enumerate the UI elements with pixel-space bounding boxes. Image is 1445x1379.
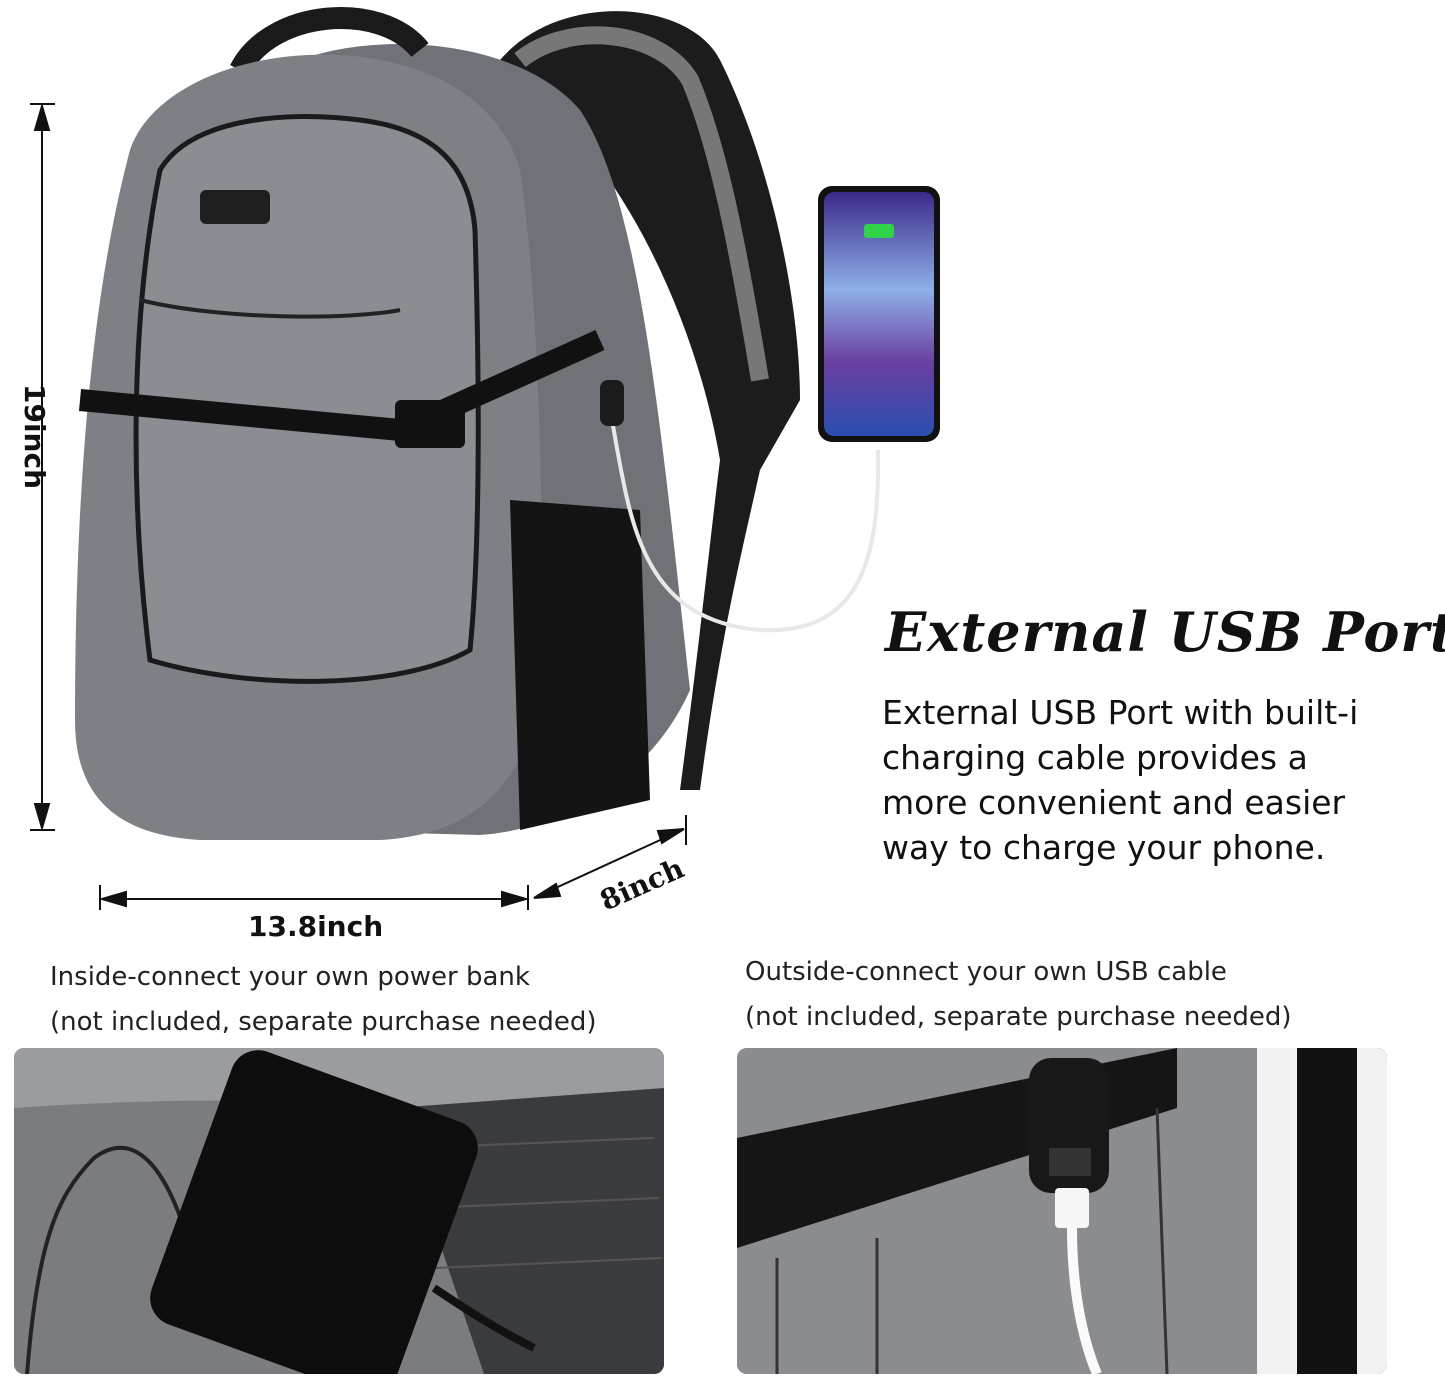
usb-plug: [1055, 1188, 1089, 1228]
inside-caption-line1: Inside-connect your own power bank: [50, 962, 530, 992]
outside-caption-line1: Outside-connect your own USB cable: [745, 957, 1227, 987]
inside-caption-line2: (not included, separate purchase needed): [50, 1007, 597, 1037]
usb-cable: [610, 419, 881, 633]
feature-title: External USB Port: [885, 600, 1445, 664]
outside-caption: Outside-connect your own USB cable (not …: [745, 950, 1292, 1040]
outside-caption-line2: (not included, separate purchase needed): [745, 1002, 1292, 1032]
width-dimension-arrow: [98, 885, 530, 910]
power-bank: [150, 1050, 478, 1374]
depth-dimension-arrow: [533, 815, 687, 899]
height-dimension-arrow: [30, 102, 55, 832]
description-line: more convenient and easier: [882, 783, 1346, 822]
description-line: External USB Port with built-i: [882, 693, 1359, 732]
smartphone: [818, 186, 940, 442]
description-line: charging cable provides a: [882, 738, 1308, 777]
mesh-pocket: [510, 500, 650, 830]
inside-caption: Inside-connect your own power bank (not …: [50, 955, 597, 1045]
buckle: [395, 400, 465, 448]
battery-icon: [864, 224, 894, 238]
outside-usb-port-photo: [737, 1048, 1387, 1374]
feature-description: External USB Port with built-i charging …: [882, 690, 1442, 870]
width-label: 13.8inch: [248, 910, 384, 943]
inside-power-bank-photo: [14, 1048, 664, 1374]
brand-patch: [200, 190, 270, 224]
description-line: way to charge your phone.: [882, 828, 1326, 867]
height-label: 19inch: [18, 383, 52, 490]
backpack-product-image: [30, 6, 940, 910]
